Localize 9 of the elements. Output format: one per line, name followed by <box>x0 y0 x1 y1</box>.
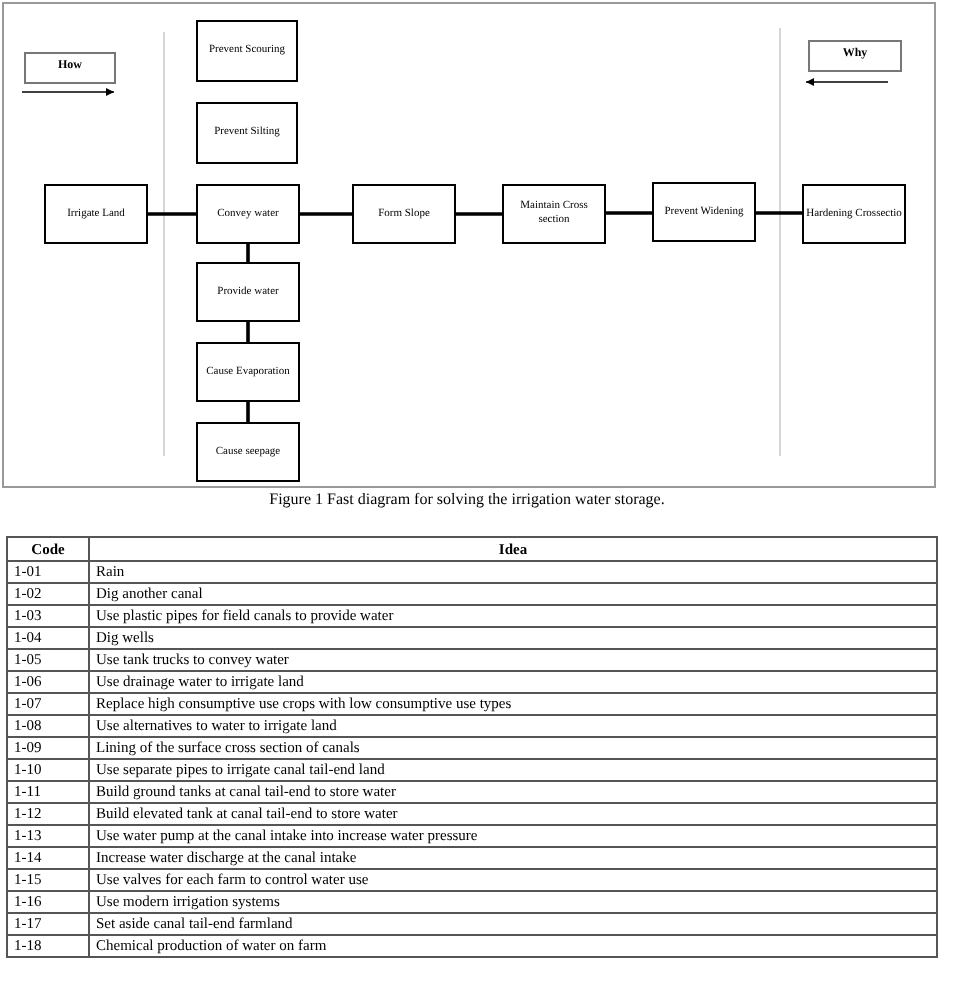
connector-line <box>246 322 250 342</box>
connector-line <box>148 212 196 216</box>
connector-line <box>756 211 802 215</box>
connector-line <box>300 212 352 216</box>
figure-caption: Figure 1 Fast diagram for solving the irrigation water storage. <box>269 490 665 508</box>
connector-line <box>246 244 250 262</box>
connector-line <box>606 211 652 215</box>
connector-line <box>456 212 502 216</box>
connector-line <box>246 402 250 422</box>
